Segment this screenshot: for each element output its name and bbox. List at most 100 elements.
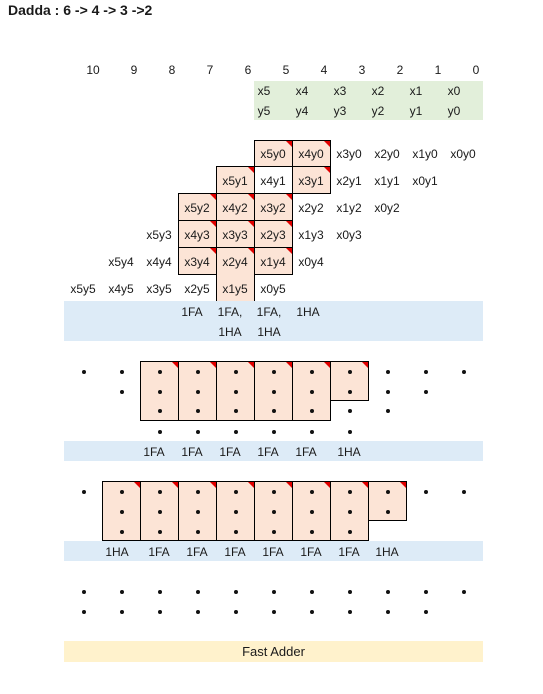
pp-term: x5y2 [184,201,210,215]
bit-dot [462,590,466,594]
pp-term: x4y4 [146,255,172,269]
bit-dot [348,490,352,494]
bit-dot [82,490,86,494]
bit-dot [348,610,352,614]
stage3-label: 1HA [105,545,129,559]
pp-term: x4y2 [222,201,248,215]
bit-dot [158,490,162,494]
bit-dot [196,409,200,413]
bit-dot [272,590,276,594]
pp-term: x2y0 [374,147,400,161]
stage3-label: 1FA [148,545,170,559]
operand-bit: y3 [333,104,347,118]
stage3-label: 1FA [186,545,208,559]
pp-cell [254,140,293,167]
pp-term: x3y5 [146,282,172,296]
pp-term: x1y3 [298,228,324,242]
page-title: Dadda : 6 -> 4 -> 3 ->2 [8,2,153,18]
bit-dot [348,530,352,534]
bit-dot [158,409,162,413]
bit-dot [386,370,390,374]
bit-dot [424,590,428,594]
stage1-label: 1HA [257,325,281,339]
bit-dot [158,430,162,434]
bit-dot [196,390,200,394]
bit-dot [158,370,162,374]
pp-term: x3y0 [336,147,362,161]
pp-cell [254,247,293,275]
pp-term: x4y1 [260,174,286,188]
bit-dot [310,530,314,534]
bit-dot [348,409,352,413]
pp-term: x2y1 [336,174,362,188]
column-number: 3 [358,63,366,77]
bit-dot [386,390,390,394]
bit-dot [386,610,390,614]
pp-term: x2y3 [260,228,286,242]
operand-bit: y2 [371,104,385,118]
bit-dot [310,610,314,614]
pp-term: x0y4 [298,255,324,269]
column-number: 5 [282,63,290,77]
bit-dot [234,390,238,394]
bit-dot [348,370,352,374]
column-number: 4 [320,63,328,77]
bit-dot [424,370,428,374]
bit-dot [234,430,238,434]
column-number: 0 [472,63,480,77]
bit-dot [120,610,124,614]
stage1-label: 1FA [181,305,203,319]
operand-bit: y1 [409,104,423,118]
bit-dot [272,490,276,494]
stage3-cell [368,481,407,521]
operand-bit: x5 [257,84,271,98]
stage1-label: 1HA [296,305,320,319]
bit-dot [272,610,276,614]
bit-dot [272,530,276,534]
bit-dot [348,390,352,394]
final-adder-band: Fast Adder [64,641,483,662]
bit-dot [310,590,314,594]
pp-term: x0y5 [260,282,286,296]
bit-dot [272,390,276,394]
stage3-label: 1FA [338,545,360,559]
pp-term: x0y2 [374,201,400,215]
pp-term: x0y3 [336,228,362,242]
stage3-label: 1HA [375,545,399,559]
pp-term: x0y1 [412,174,438,188]
stage2-band [64,441,483,461]
column-number: 8 [168,63,176,77]
bit-dot [462,490,466,494]
bit-dot [272,409,276,413]
bit-dot [348,430,352,434]
stage1-band [64,301,483,341]
bit-dot [120,590,124,594]
stage2-label: 1FA [295,445,317,459]
pp-cell [254,220,293,248]
stage2-label: 1HA [337,445,361,459]
bit-dot [424,610,428,614]
pp-term: x4y0 [298,147,324,161]
pp-cell [216,247,255,302]
column-number: 7 [206,63,214,77]
pp-cell [216,193,255,221]
operand-bit: y4 [295,104,309,118]
bit-dot [272,510,276,514]
pp-term: x1y1 [374,174,400,188]
pp-term: x4y3 [184,228,210,242]
bit-dot [120,510,124,514]
pp-term: x5y3 [146,228,172,242]
bit-dot [196,610,200,614]
bit-dot [234,370,238,374]
operand-band [254,81,483,120]
bit-dot [386,510,390,514]
bit-dot [234,590,238,594]
bit-dot [310,490,314,494]
pp-term: x5y1 [222,174,248,188]
pp-term: x5y0 [260,147,286,161]
pp-term: x1y5 [222,282,248,296]
stage2-label: 1FA [181,445,203,459]
stage2-label: 1FA [219,445,241,459]
bit-dot [310,510,314,514]
bit-dot [386,409,390,413]
